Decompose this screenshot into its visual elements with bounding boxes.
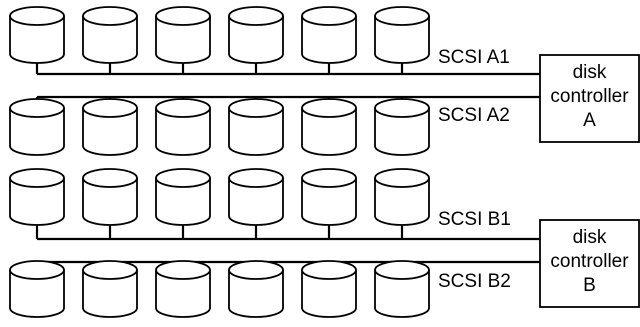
disk-cylinder-icon xyxy=(82,260,138,318)
disk-top-rim xyxy=(82,177,138,188)
disk-b1-2 xyxy=(82,168,138,226)
disk-a1-1 xyxy=(9,6,65,64)
disk-b2-5 xyxy=(301,260,357,318)
disk-top-rim xyxy=(301,177,357,188)
disk-top-rim xyxy=(374,15,430,26)
disk-a1-6 xyxy=(374,6,430,64)
disk-b2-1 xyxy=(9,260,65,318)
disk-top-rim xyxy=(374,177,430,188)
disk-a2-6 xyxy=(374,98,430,156)
disk-cylinder-icon xyxy=(301,6,357,64)
disk-top-rim xyxy=(301,269,357,280)
disk-a2-1 xyxy=(9,98,65,156)
disk-cylinder-icon xyxy=(155,168,211,226)
disk-top-rim xyxy=(155,107,211,118)
disk-top-rim xyxy=(9,15,65,26)
disk-cylinder-icon xyxy=(82,168,138,226)
controller-box xyxy=(539,219,640,308)
disk-top-rim xyxy=(155,15,211,26)
disk-top-rim xyxy=(9,177,65,188)
disk-cylinder-icon xyxy=(374,168,430,226)
disk-top-rim xyxy=(301,15,357,26)
disk-top-rim xyxy=(374,269,430,280)
controller-label-line: controller xyxy=(550,251,629,272)
bus-label-b1: SCSI B1 xyxy=(438,209,511,230)
disk-top-rim xyxy=(9,107,65,118)
disk-top-rim xyxy=(82,107,138,118)
disk-cylinder-icon xyxy=(155,98,211,156)
disk-top-rim xyxy=(228,107,284,118)
bus-labels: SCSI A1 SCSI A2 SCSI B1 SCSI B2 xyxy=(438,47,511,292)
disk-top-rim xyxy=(301,107,357,118)
controller-label-line: A xyxy=(583,110,596,131)
disk-a2-2 xyxy=(82,98,138,156)
disk-cylinder-icon xyxy=(155,260,211,318)
disk-a2-3 xyxy=(155,98,211,156)
disk-cylinder-icon xyxy=(82,98,138,156)
bus-label-b2: SCSI B2 xyxy=(438,271,511,292)
bus-wires xyxy=(35,63,540,264)
disk-a2-4 xyxy=(228,98,284,156)
disk-cylinder-icon xyxy=(301,260,357,318)
controller-label-line: controller xyxy=(550,86,629,107)
disk-b1-6 xyxy=(374,168,430,226)
disk-b2-2 xyxy=(82,260,138,318)
disk-cylinder-icon xyxy=(228,168,284,226)
disk-b1-3 xyxy=(155,168,211,226)
disk-array xyxy=(9,6,430,318)
bus-label-a1: SCSI A1 xyxy=(438,47,510,68)
bus-label-a2: SCSI A2 xyxy=(438,105,510,126)
disk-cylinder-icon xyxy=(9,6,65,64)
disk-top-rim xyxy=(228,15,284,26)
disk-cylinder-icon xyxy=(301,98,357,156)
disk-top-rim xyxy=(374,107,430,118)
disk-cylinder-icon xyxy=(9,98,65,156)
disk-top-rim xyxy=(155,269,211,280)
controller-label-line: disk xyxy=(573,62,607,83)
disk-cylinder-icon xyxy=(228,98,284,156)
controller-box xyxy=(539,54,640,143)
disk-b1-1 xyxy=(9,168,65,226)
disk-cylinder-icon xyxy=(82,6,138,64)
disk-cylinder-icon xyxy=(301,168,357,226)
disk-a1-2 xyxy=(82,6,138,64)
disk-cylinder-icon xyxy=(374,260,430,318)
disk-b2-6 xyxy=(374,260,430,318)
disk-cylinder-icon xyxy=(228,6,284,64)
disk-cylinder-icon xyxy=(228,260,284,318)
disk-cylinder-icon xyxy=(374,6,430,64)
disk-top-rim xyxy=(155,177,211,188)
controller-label-line: B xyxy=(583,275,596,296)
controller-label-line: disk xyxy=(573,227,607,248)
disk-b1-4 xyxy=(228,168,284,226)
disk-cylinder-icon xyxy=(374,98,430,156)
disk-a2-5 xyxy=(301,98,357,156)
disk-top-rim xyxy=(228,177,284,188)
disk-cylinder-icon xyxy=(9,168,65,226)
disk-cylinder-icon xyxy=(155,6,211,64)
disk-cylinder-icon xyxy=(9,260,65,318)
disk-a1-4 xyxy=(228,6,284,64)
disk-b2-4 xyxy=(228,260,284,318)
disk-b2-3 xyxy=(155,260,211,318)
disk-a1-5 xyxy=(301,6,357,64)
disk-b1-5 xyxy=(301,168,357,226)
disk-top-rim xyxy=(82,269,138,280)
disk-a1-3 xyxy=(155,6,211,64)
disk-top-rim xyxy=(82,15,138,26)
disk-top-rim xyxy=(228,269,284,280)
disk-top-rim xyxy=(9,269,65,280)
